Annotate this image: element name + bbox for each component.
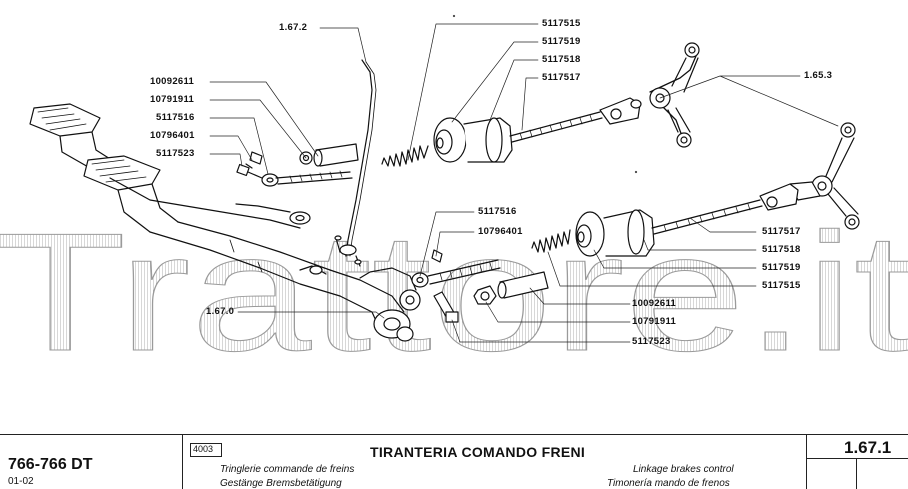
callout-10791911: 10791911 <box>150 94 195 105</box>
callout-5117517: 5117517 <box>542 72 581 83</box>
model-name: 766-766 DT <box>8 456 93 473</box>
equalizer-bar-upper <box>649 42 700 148</box>
pedal-shaft <box>109 177 421 342</box>
callout-10092611: 10092611 <box>150 76 195 87</box>
title-spanish: Timonería mando de frenos <box>607 478 730 489</box>
callout-5117523-lower: 5117523 <box>632 336 671 347</box>
callout-5117518-lower: 5117518 <box>762 244 801 255</box>
rod-1-67-2 <box>334 59 377 267</box>
page-reference: 1.67.1 <box>844 438 892 457</box>
callout-5117519: 5117519 <box>542 36 581 47</box>
callout-10796401-lower: 10796401 <box>478 226 523 237</box>
callout-5117516: 5117516 <box>156 112 195 123</box>
title-block: 766-766 DT 01-02 4003 TIRANTERIA COMANDO… <box>0 434 908 489</box>
callout-5117515: 5117515 <box>542 18 581 29</box>
watermark-text: Trattore.it <box>0 218 908 358</box>
callout-5117523: 5117523 <box>156 148 195 159</box>
callout-1-65-3: 1.65.3 <box>804 70 833 81</box>
section-number: 4003 <box>193 444 214 454</box>
title-german: Gestänge Bremsbetätigung <box>220 478 342 489</box>
callout-10791911-lower: 10791911 <box>632 316 677 327</box>
leader-lines <box>209 14 839 343</box>
lower-fasteners <box>411 249 549 323</box>
callout-5117517-lower: 5117517 <box>762 226 801 237</box>
callout-5117519-lower: 5117519 <box>762 262 801 273</box>
callout-1-67-2: 1.67.2 <box>279 22 308 33</box>
callout-5117515-lower: 5117515 <box>762 280 801 291</box>
title-english: Linkage brakes control <box>633 464 734 475</box>
callout-10796401: 10796401 <box>150 130 195 141</box>
exploded-view-drawing <box>29 14 860 343</box>
section-number-box <box>190 443 222 457</box>
model-code: 01-02 <box>8 476 34 487</box>
watermark: Trattore.it <box>0 218 908 358</box>
equalizer-bar-lower <box>789 122 860 230</box>
callout-10092611-lower: 10092611 <box>632 298 677 309</box>
section-title: TIRANTERIA COMANDO FRENI <box>370 444 586 460</box>
title-french: Tringlerie commande de freins <box>220 464 355 475</box>
brake-pedals <box>29 103 179 233</box>
callout-1-67-0: 1.67.0 <box>206 306 235 317</box>
upper-spring-assembly <box>381 97 642 167</box>
callout-5117518: 5117518 <box>542 54 581 65</box>
lower-spring-assembly <box>531 183 799 257</box>
upper-fasteners <box>236 143 359 187</box>
callout-5117516-lower: 5117516 <box>478 206 517 217</box>
